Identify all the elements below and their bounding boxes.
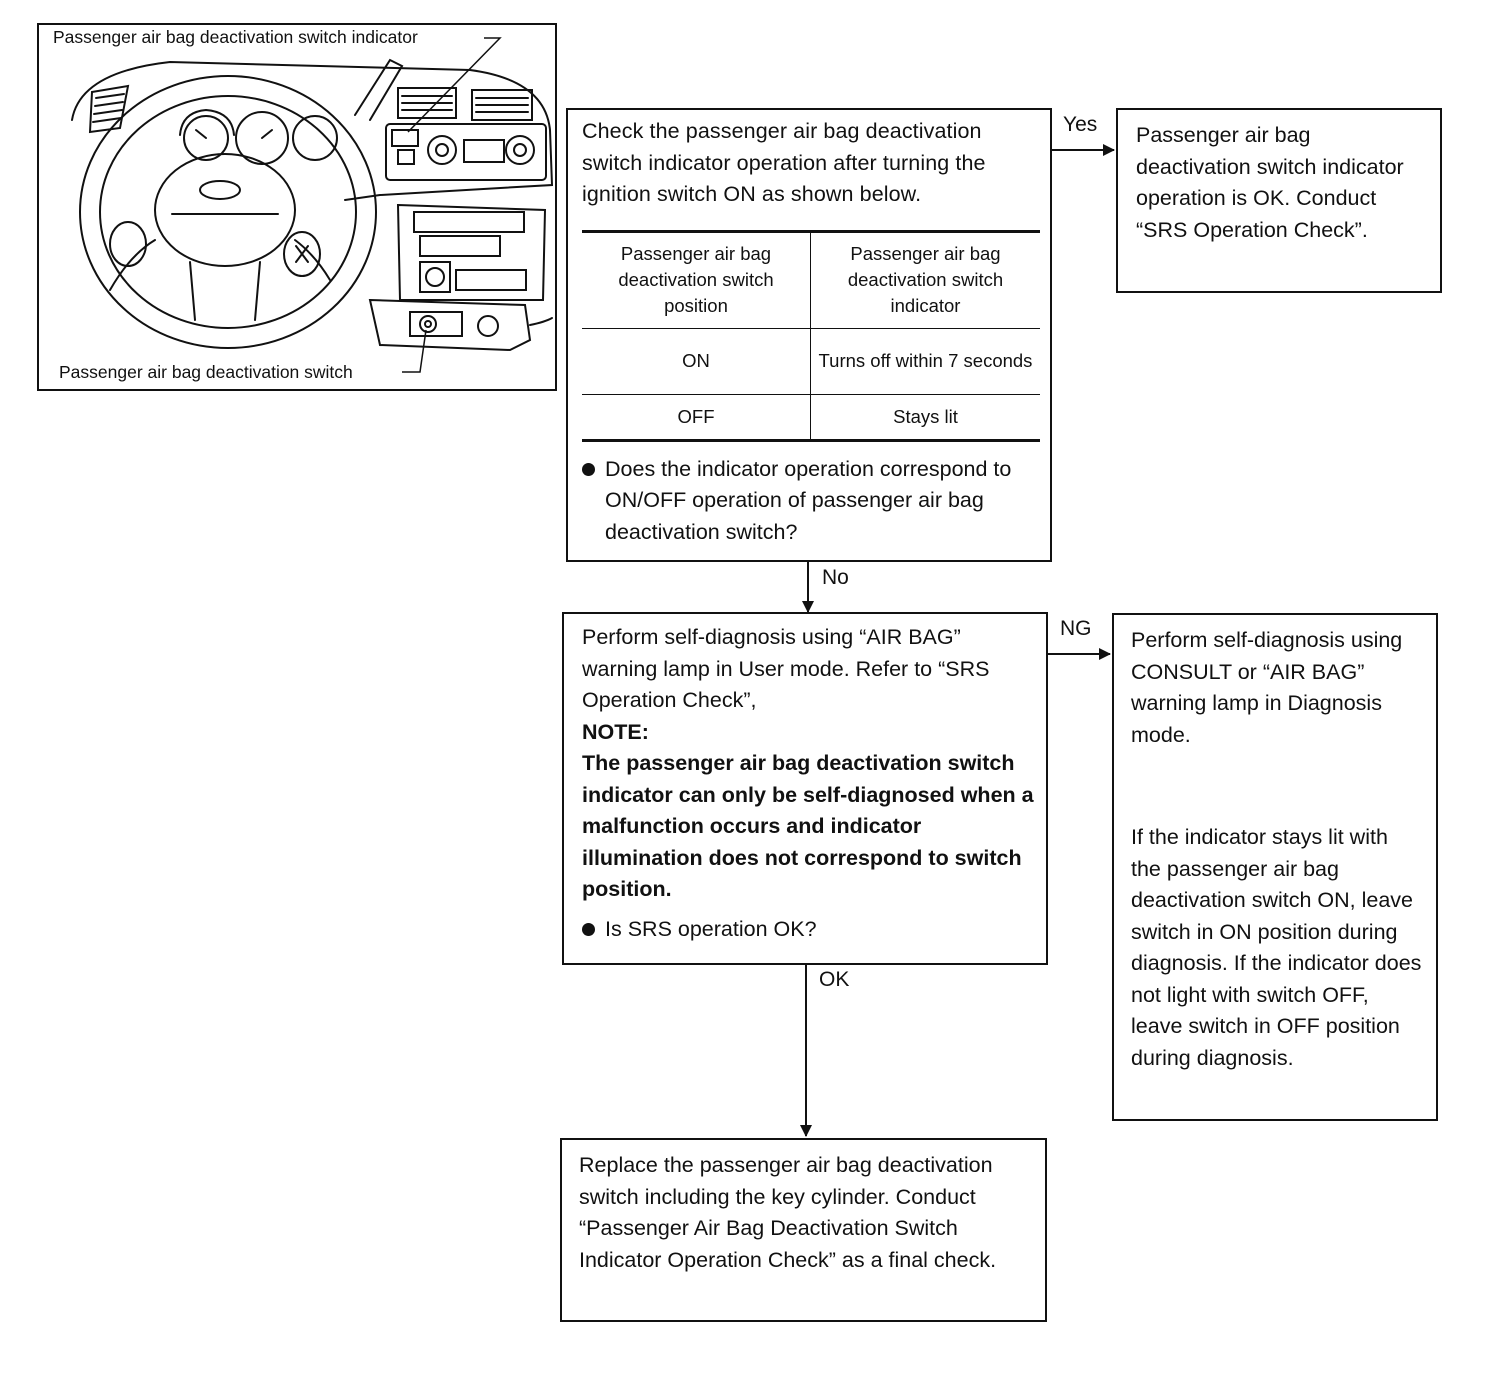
note-body: The passenger air bag deactivation switc… [582,751,1034,901]
srs-question: Is SRS operation OK? [582,914,1034,946]
check-indicator-box: Check the passenger air bag deactivation… [566,108,1052,562]
self-diagnosis-box: Perform self-diagnosis using “AIR BAG” w… [562,612,1048,965]
audio-unit [396,203,547,301]
left-vent [88,84,130,134]
table-cell-indicator: Stays lit [810,393,1040,442]
bullet-icon [582,922,595,936]
lower-console [368,298,553,352]
table-header-row: Passenger air bag deactivation switch po… [582,229,1040,328]
table-header-indicator: Passenger air bag deactivation switch in… [810,229,1040,328]
ng-diagnosis-note: If the indicator stays lit with the pass… [1131,825,1422,1070]
table-cell-position: OFF [582,393,811,442]
question-text: Is SRS operation OK? [605,916,817,941]
indicator-callout-label: Passenger air bag deactivation switch in… [51,27,420,48]
check-indicator-text: Check the passenger air bag deactivation… [582,119,986,206]
check-indicator-question: Does the indicator operation correspond … [582,454,1038,549]
table-header-position: Passenger air bag deactivation switch po… [582,229,811,328]
replace-switch-box: Replace the passenger air bag deactivati… [560,1138,1047,1322]
ng-label: NG [1060,617,1092,640]
yes-label: Yes [1063,113,1098,136]
bullet-icon [582,462,595,476]
ok-label: OK [819,968,850,991]
ng-diagnosis-text: Perform self-diagnosis using CONSULT or … [1131,628,1403,747]
note-title: NOTE: [582,719,649,744]
question-text: Does the indicator operation correspond … [605,456,1012,544]
table-cell-indicator: Turns off within 7 seconds [810,327,1040,394]
leader-lines [402,37,502,373]
indicator-table: Passenger air bag deactivation switch po… [582,229,1040,442]
climate-panel [385,123,547,181]
switch-callout-label: Passenger air bag deactivation switch [57,362,355,383]
steering-wheel [79,75,377,349]
flow-connectors [800,144,1115,1137]
indicator-ok-box: Passenger air bag deactivation switch in… [1116,108,1442,293]
gauges [179,108,338,165]
self-diagnosis-text: Perform self-diagnosis using “AIR BAG” w… [582,625,990,712]
no-label: No [822,566,849,589]
table-cell-position: ON [582,327,811,394]
table-row: ON Turns off within 7 seconds [582,327,1040,394]
dashboard-illustration [71,58,554,352]
ng-diagnosis-box: Perform self-diagnosis using CONSULT or … [1112,613,1438,1121]
table-row: OFF Stays lit [582,393,1040,442]
